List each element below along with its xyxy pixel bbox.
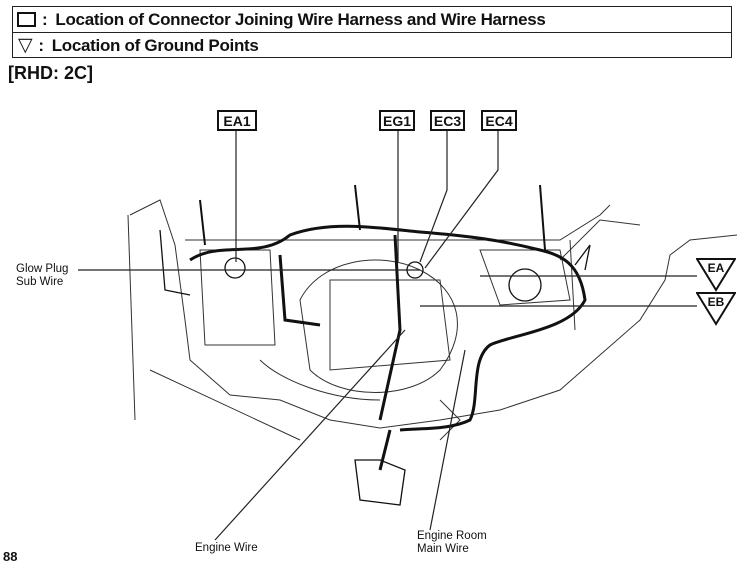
legend-row-connector: : Location of Connector Joining Wire Har… — [13, 7, 731, 32]
label-line: Sub Wire — [16, 276, 64, 288]
legend-box: : Location of Connector Joining Wire Har… — [12, 6, 732, 58]
label-line: Glow Plug — [16, 263, 69, 275]
ground-point-ea: EA — [695, 258, 737, 292]
connector-ea1: EA1 — [217, 110, 257, 131]
ground-label-ea: EA — [707, 261, 725, 275]
ground-label-eb: EB — [707, 295, 725, 309]
connector-ec3: EC3 — [430, 110, 465, 131]
ground-point-eb: EB — [695, 292, 737, 326]
legend-ground-text: Location of Ground Points — [51, 35, 259, 55]
ground-symbol-icon: ▽ — [18, 35, 33, 56]
ground-triangle-icon — [695, 258, 737, 292]
ground-triangle-icon — [695, 292, 737, 326]
label-line: Main Wire — [417, 543, 469, 555]
engine-wire-label: Engine Wire — [195, 542, 258, 554]
legend-colon: : — [38, 35, 44, 55]
connector-eg1: EG1 — [379, 110, 415, 131]
page-number: 88 — [3, 549, 18, 564]
label-line: Engine Room — [417, 530, 487, 542]
legend-colon: : — [42, 9, 48, 29]
legend-connector-text: Location of Connector Joining Wire Harne… — [55, 9, 546, 29]
variant-label: [RHD: 2C] — [8, 63, 93, 83]
connector-symbol-icon — [17, 12, 36, 27]
legend-row-ground: ▽ : Location of Ground Points — [13, 32, 731, 58]
glow-plug-sub-wire-label: Glow Plug Sub Wire — [16, 263, 68, 289]
engine-room-main-wire-label: Engine Room Main Wire — [417, 530, 487, 556]
connector-ec4: EC4 — [481, 110, 517, 131]
